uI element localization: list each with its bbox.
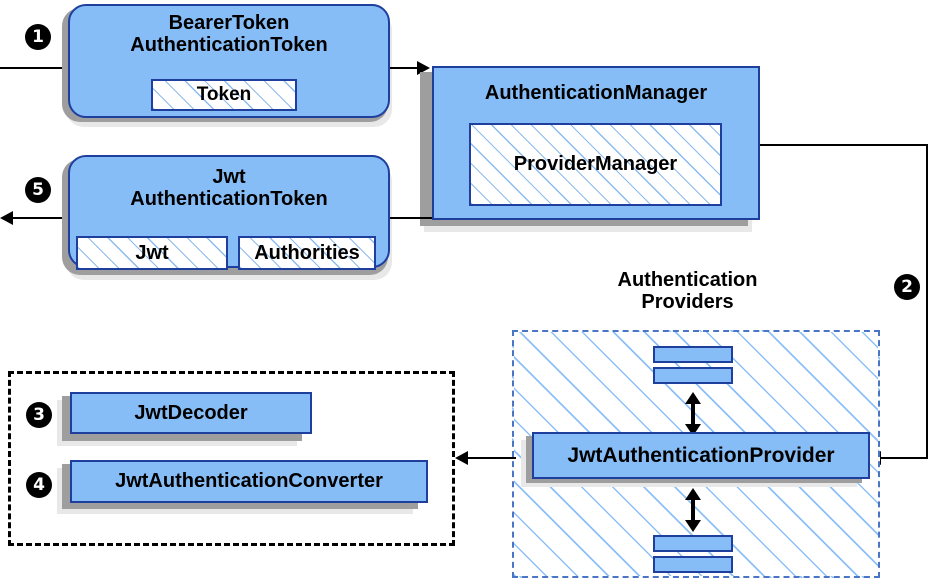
step-marker-2: 2: [894, 274, 920, 300]
connector-output-line: [8, 217, 70, 219]
providers-group-title: Authentication Providers: [617, 269, 758, 313]
authentication-manager-field-provider-manager: ProviderManager: [469, 123, 722, 206]
jwt-token-field-authorities-label: Authorities: [254, 241, 360, 264]
connector-into-provider-horizontal: [880, 457, 928, 459]
provider-manager-label: ProviderManager: [513, 153, 678, 175]
step-marker-3: 3: [26, 402, 52, 428]
provider-stack-bar-top-1: [653, 346, 733, 363]
provider-stack-bar-bottom-2: [653, 556, 733, 573]
connector-manager-out-horizontal: [760, 144, 928, 146]
jwt-decoder-label: JwtDecoder: [134, 401, 248, 424]
connector-manager-out-vertical: [926, 144, 928, 458]
jwt-token-field-authorities: Authorities: [238, 236, 376, 270]
connector-bearer-to-manager-arrowhead: [417, 61, 430, 75]
connector-bearer-to-manager: [390, 67, 420, 69]
connector-provider-to-components-arrowhead: [455, 451, 468, 465]
provider-stack-bar-top-2: [653, 367, 733, 384]
bearer-token-field-token: Token: [151, 79, 297, 111]
step-marker-4: 4: [26, 472, 52, 498]
bearer-token-field-token-label: Token: [196, 84, 252, 105]
jwt-components-region: [8, 371, 455, 546]
node-jwt-authentication-provider[interactable]: JwtAuthenticationProvider: [532, 432, 870, 479]
jwt-token-field-jwt-label: Jwt: [135, 241, 169, 264]
connector-provider-to-components: [466, 457, 516, 459]
jwt-provider-label: JwtAuthenticationProvider: [567, 443, 835, 467]
connector-manager-to-jwt-token: [390, 217, 432, 219]
jwt-token-field-jwt: Jwt: [76, 236, 228, 270]
jwt-converter-label: JwtAuthenticationConverter: [115, 470, 383, 492]
provider-stack-bar-bottom-1: [653, 535, 733, 552]
node-jwt-authentication-converter[interactable]: JwtAuthenticationConverter: [70, 460, 428, 503]
step-marker-1: 1: [25, 24, 51, 50]
provider-link-arrow-top: [685, 392, 701, 436]
connector-output-arrowhead: [0, 211, 13, 225]
step-marker-5: 5: [25, 177, 51, 203]
node-jwt-decoder[interactable]: JwtDecoder: [70, 392, 312, 434]
connector-input-line: [0, 67, 70, 69]
provider-link-arrow-bottom: [685, 488, 701, 532]
